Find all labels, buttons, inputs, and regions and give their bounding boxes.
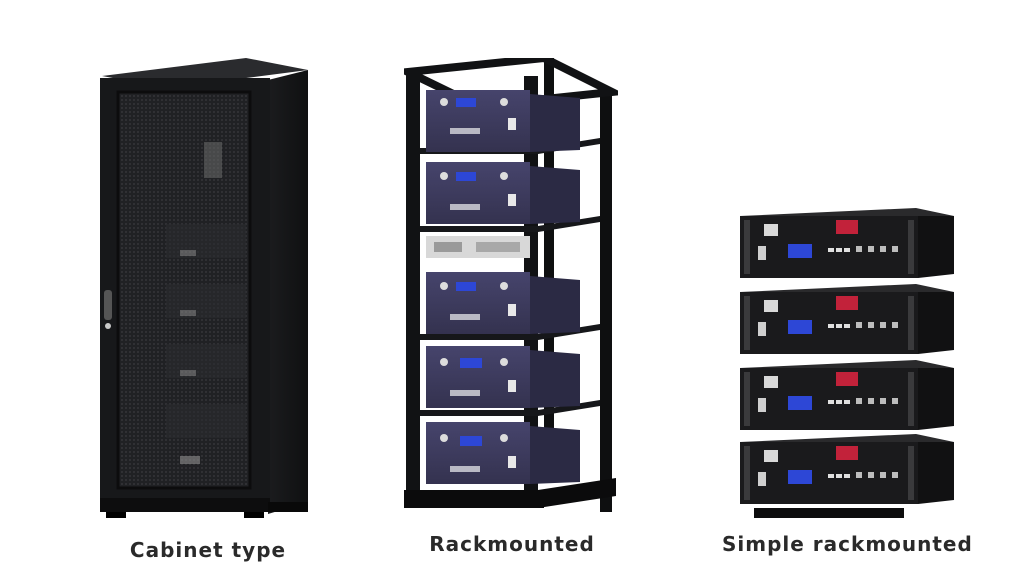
simple-rackmounted-battery-image [736,206,958,522]
rackmounted-battery-image [404,58,618,520]
cabinet-type-label: Cabinet type [129,538,287,562]
simple-rackmounted-label: Simple rackmounted [722,532,973,556]
rackmounted-label: Rackmounted [429,532,595,556]
cabinet-battery-image [96,54,312,520]
